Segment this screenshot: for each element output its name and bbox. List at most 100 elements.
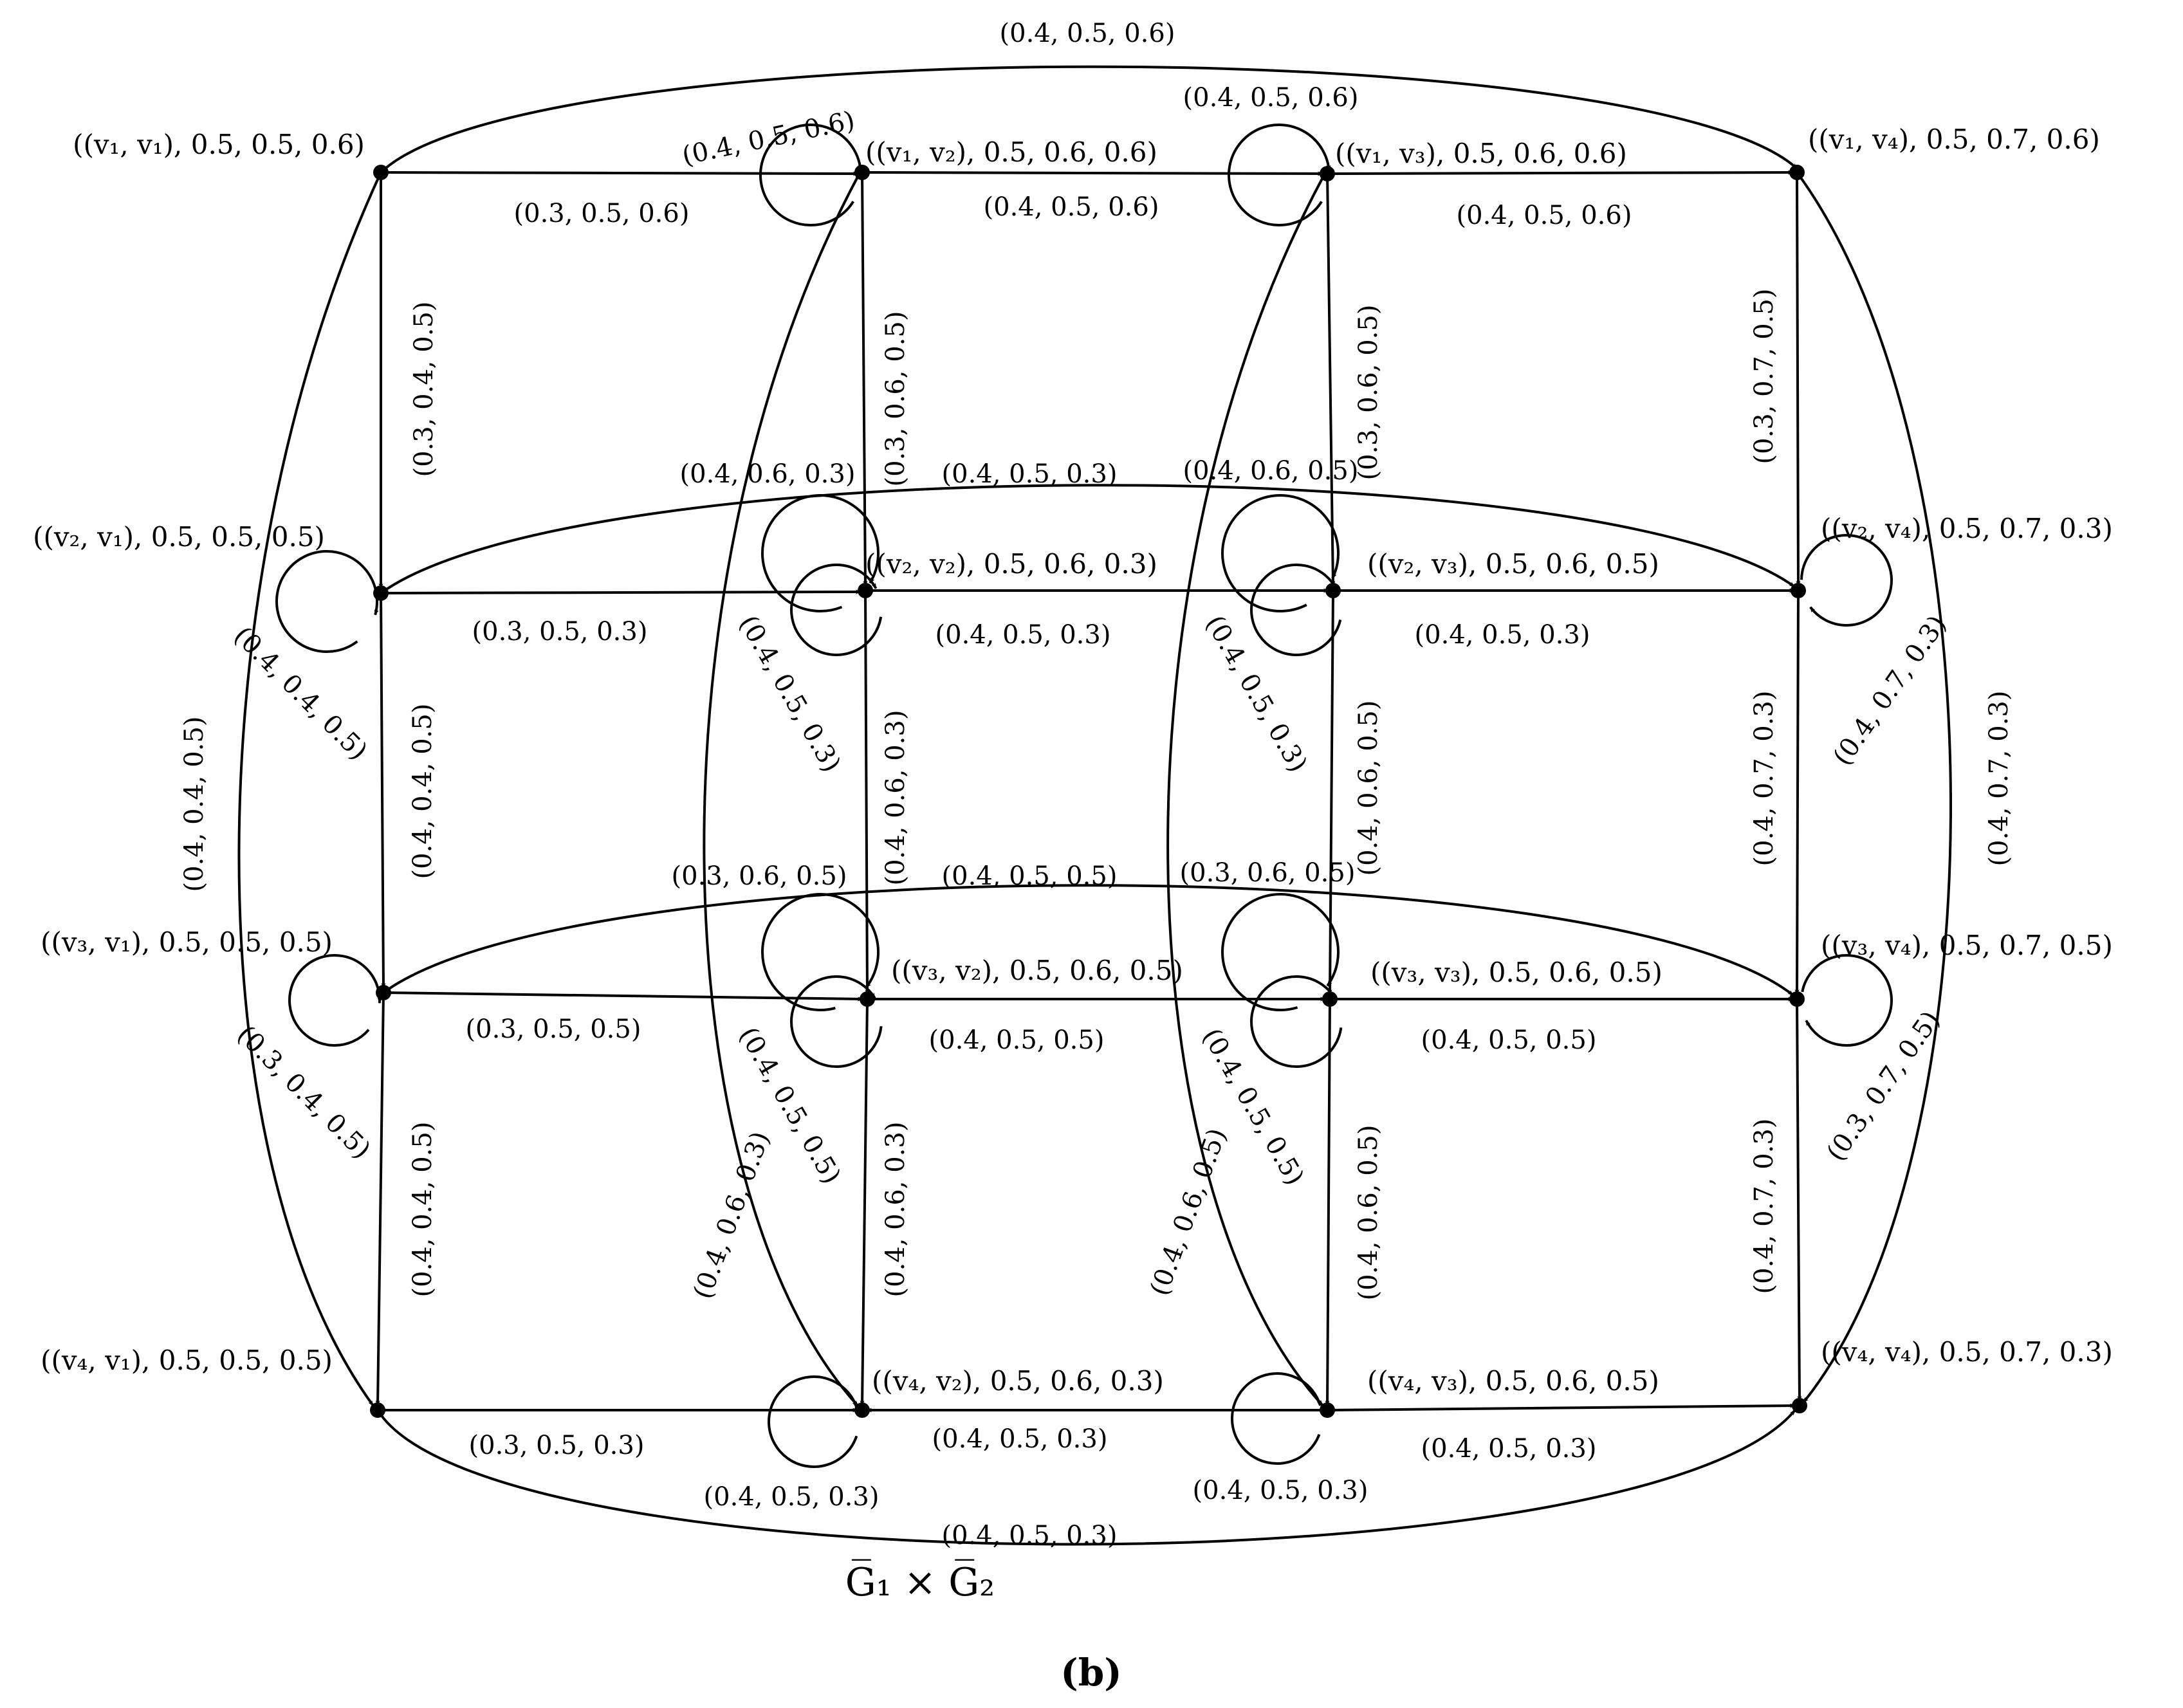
node-label-v3v4: ((v₃, v₄), 0.5, 0.7, 0.5)	[1821, 930, 2113, 961]
loop-label-loop-v4v3: (0.4, 0.5, 0.3)	[1193, 1476, 1368, 1505]
loop-v2v1	[275, 550, 379, 653]
edge-e-bottom-arc	[376, 1409, 1796, 1546]
edge-e-c4-23	[1794, 590, 1800, 995]
edge-e-c1-34	[375, 992, 385, 1406]
edge-e-r1-34	[1327, 170, 1794, 175]
edge-e-c2-12	[861, 172, 868, 587]
edge-e-c4-12	[1796, 172, 1801, 587]
loop-v3v2-a	[761, 893, 880, 1011]
edge-label-e-r3-arc: (0.4, 0.5, 0.5)	[942, 861, 1118, 891]
node-label-v1v1: ((v₁, v₁), 0.5, 0.5, 0.6)	[73, 129, 365, 160]
node-v1v4	[1789, 165, 1805, 180]
node-label-v2v3: ((v₂, v₃), 0.5, 0.6, 0.5)	[1367, 548, 1659, 580]
loop-v3v3-a	[1221, 893, 1340, 1011]
edge-e-r4-34	[1327, 1403, 1796, 1411]
node-label-v4v3: ((v₄, v₃), 0.5, 0.6, 0.5)	[1367, 1365, 1659, 1397]
edge-label-e-c1-23: (0.4, 0.4, 0.5)	[408, 704, 438, 879]
loop-label-loop-v2v2-b: (0.4, 0.5, 0.3)	[733, 611, 846, 777]
edge-e-c4-arc	[1796, 171, 1952, 1404]
edge-label-e-r2-12: (0.3, 0.5, 0.3)	[472, 617, 648, 647]
node-label-v1v2: ((v₁, v₂), 0.5, 0.6, 0.6)	[865, 136, 1157, 168]
loop-label-loop-v2v4: (0.4, 0.7, 0.3)	[1827, 610, 1952, 771]
edge-e-r2-arc	[380, 484, 1796, 594]
loop-label-loop-v2v3-a: (0.4, 0.6, 0.5)	[1183, 456, 1359, 486]
edge-e-r1-23	[861, 171, 1323, 176]
edge-e-r2-12	[380, 589, 861, 594]
node-v4v2	[854, 1402, 870, 1418]
loop-v3v4	[1801, 953, 1893, 1047]
node-v3v2	[860, 991, 875, 1007]
node-v4v3	[1320, 1402, 1335, 1418]
node-v3v1	[376, 985, 391, 1000]
edge-label-e-c4-23: (0.4, 0.7, 0.3)	[1749, 691, 1779, 867]
node-label-v1v3: ((v₁, v₃), 0.5, 0.6, 0.6)	[1335, 138, 1627, 169]
loop-v2v2-b	[790, 564, 883, 656]
loop-v2v3-a	[1221, 494, 1340, 612]
node-label-v3v3: ((v₃, v₃), 0.5, 0.6, 0.5)	[1370, 957, 1663, 988]
loop-v2v3-b	[1250, 564, 1342, 656]
node-label-v2v1: ((v₂, v₁), 0.5, 0.5, 0.5)	[33, 521, 325, 553]
edge-label-e-c2-arc: (0.4, 0.6, 0.3)	[688, 1128, 776, 1303]
node-label-v4v1: ((v₄, v₁), 0.5, 0.5, 0.5)	[41, 1345, 333, 1376]
edge-e-top-arc	[380, 65, 1798, 174]
loop-label-loop-v4v2: (0.4, 0.5, 0.3)	[704, 1482, 880, 1512]
node-v2v3	[1325, 583, 1341, 598]
loop-v3v1	[288, 954, 382, 1047]
loop-label-loop-v3v3-a: (0.3, 0.6, 0.5)	[1180, 858, 1356, 888]
edge-e-r3-arc	[382, 884, 1794, 996]
edge-e-r1-12	[380, 171, 859, 176]
loops-layer	[275, 124, 1893, 1468]
node-v3v3	[1322, 991, 1338, 1007]
edge-label-e-c1-12: (0.3, 0.4, 0.5)	[409, 302, 439, 477]
loop-v1v3	[1228, 124, 1331, 226]
edge-label-e-c1-34: (0.4, 0.4, 0.5)	[408, 1122, 438, 1298]
edge-label-e-c4-34: (0.4, 0.7, 0.3)	[1749, 1119, 1779, 1294]
node-v1v1	[373, 165, 389, 180]
node-v4v1	[370, 1402, 385, 1418]
loop-label-loop-v1v2: (0.4, 0.5, 0.6)	[679, 106, 858, 171]
loop-label-loop-v2v3-b: (0.4, 0.5, 0.3)	[1199, 611, 1313, 777]
node-label-v2v4: ((v₂, v₄), 0.5, 0.7, 0.3)	[1821, 513, 2113, 544]
loop-label-loop-v1v3: (0.4, 0.5, 0.6)	[1183, 83, 1359, 113]
loop-v3v3-b	[1250, 975, 1343, 1068]
edge-label-e-r1-34: (0.4, 0.5, 0.6)	[1457, 201, 1632, 230]
loop-v4v3	[1231, 1372, 1322, 1465]
loop-v3v2-b	[790, 975, 883, 1068]
loop-v2v4	[1800, 534, 1893, 627]
edge-label-e-r2-34: (0.4, 0.5, 0.3)	[1415, 620, 1590, 650]
edge-label-e-c3-34: (0.4, 0.6, 0.5)	[1354, 1125, 1383, 1301]
edge-label-e-c2-34: (0.4, 0.6, 0.3)	[881, 1122, 910, 1298]
loop-label-loop-v2v2-a: (0.4, 0.6, 0.3)	[680, 459, 856, 489]
edge-e-c3-34	[1325, 998, 1331, 1406]
edge-e-c2-34	[860, 998, 869, 1406]
loop-label-loop-v3v2-a: (0.3, 0.6, 0.5)	[672, 861, 847, 891]
edge-label-e-c3-23: (0.4, 0.6, 0.5)	[1354, 701, 1383, 876]
edge-e-c1-23	[380, 592, 386, 989]
edge-label-e-r3-12: (0.3, 0.5, 0.5)	[466, 1015, 641, 1044]
edge-label-e-r1-12: (0.3, 0.5, 0.6)	[514, 199, 690, 228]
loop-label-loop-v2v1: (0.4, 0.4, 0.5)	[228, 621, 373, 766]
edge-label-e-c2-12: (0.3, 0.6, 0.5)	[881, 311, 910, 487]
node-v2v1	[373, 585, 389, 601]
edge-e-r3-12	[383, 991, 863, 1002]
edge-e-c2-arc	[703, 176, 859, 1407]
edge-label-e-r4-34: (0.4, 0.5, 0.3)	[1421, 1434, 1597, 1464]
edge-label-e-r2-arc: (0.4, 0.5, 0.3)	[942, 459, 1118, 489]
node-v3v4	[1789, 991, 1805, 1007]
node-label-v4v4: ((v₄, v₄), 0.5, 0.7, 0.3)	[1821, 1336, 2113, 1368]
node-v2v2	[858, 583, 873, 598]
edge-label-e-c1-arc: (0.4, 0.4, 0.5)	[180, 717, 209, 892]
edge-e-c1-arc	[237, 172, 382, 1407]
node-label-v2v2: ((v₂, v₂), 0.5, 0.6, 0.3)	[865, 548, 1157, 580]
node-v1v3	[1320, 166, 1335, 181]
node-v1v2	[854, 165, 870, 180]
edge-label-e-r2-23: (0.4, 0.5, 0.3)	[935, 620, 1111, 650]
labels-layer: (0.4, 0.5, 0.6) (0.3, 0.5, 0.6) (0.4, 0.5,…	[33, 19, 2113, 1550]
subfigure-label: (b)	[1060, 1651, 1121, 1694]
edge-e-c3-23	[1327, 590, 1334, 995]
node-label-v1v4: ((v₁, v₄), 0.5, 0.7, 0.6)	[1808, 124, 2100, 155]
diagram-caption: G̅₁ × G̅₂	[845, 1559, 995, 1605]
edge-label-e-r4-12: (0.3, 0.5, 0.3)	[469, 1431, 645, 1460]
nodes-layer	[370, 165, 1807, 1418]
